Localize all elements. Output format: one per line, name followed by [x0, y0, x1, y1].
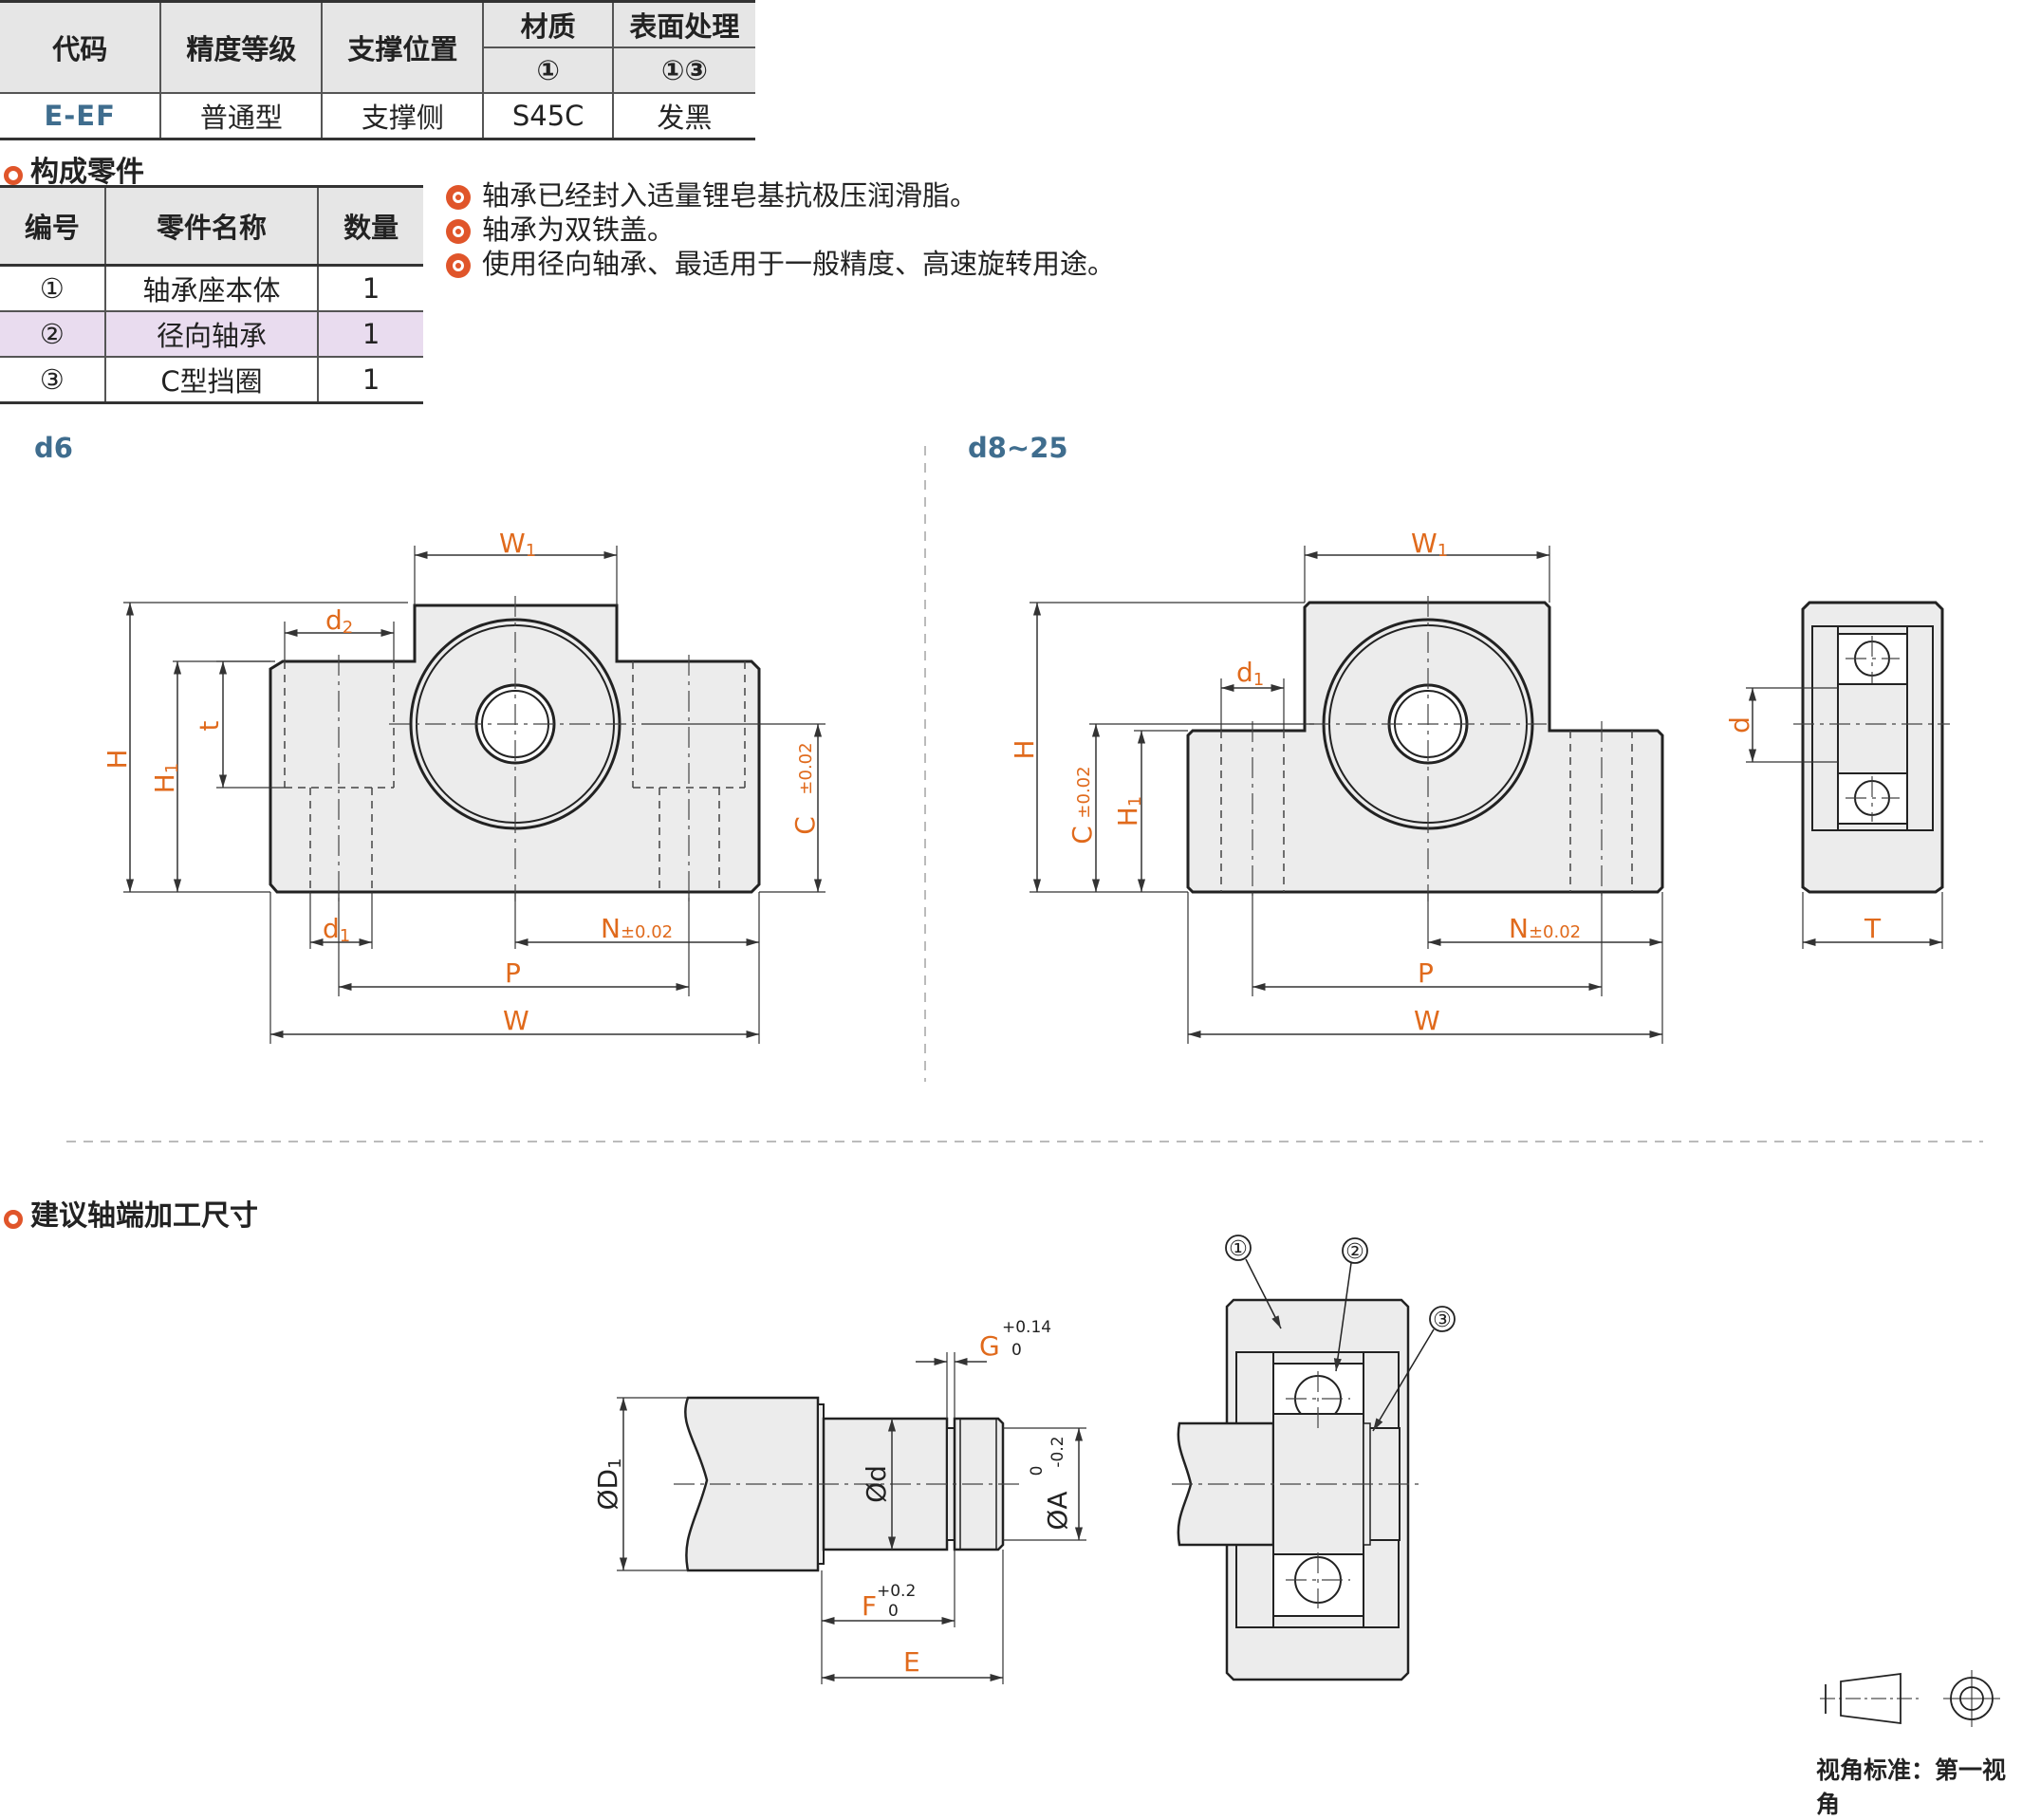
value-precision: 普通型: [159, 92, 324, 140]
table-row: ② 径向轴承 1: [0, 311, 423, 358]
d6-front-view: W1 d2 H H1 t C ±0.02 d1 N±0.02 P W: [102, 528, 825, 1044]
dim-t-label: T: [1864, 913, 1882, 944]
header-support: 支撑位置: [321, 0, 485, 93]
part-no: ③: [0, 357, 106, 404]
dim-h-label: H: [102, 749, 133, 769]
dim-w-label: W: [503, 1005, 529, 1036]
dim-w-label: W: [1414, 1005, 1440, 1036]
header-no: 编号: [0, 185, 106, 267]
d8-25-front-view: W1 d1 H C ±0.02 H1 N±0.02 P W: [1009, 528, 1664, 1044]
value-surface: 发黑: [611, 92, 755, 140]
dim-t-label: t: [194, 720, 225, 731]
header-material: 材质: [482, 0, 614, 47]
table-row: ① 轴承座本体 1: [0, 265, 423, 312]
target-bullet-icon: [446, 253, 471, 278]
dim-a-upper: 0: [1028, 1466, 1047, 1476]
part-no: ①: [0, 265, 106, 312]
ring-bullet-icon: [4, 166, 23, 185]
first-angle-projection-icon: [1820, 1670, 2000, 1727]
target-bullet-icon: [446, 185, 471, 210]
header-code: 代码: [0, 0, 162, 93]
part-name: C型挡圈: [103, 357, 320, 404]
callout-1: ①: [1229, 1237, 1248, 1261]
callout-2: ②: [1345, 1240, 1364, 1264]
target-bullet-icon: [446, 219, 471, 244]
table-row: ③ C型挡圈 1: [0, 357, 423, 404]
list-item: 轴承已经封入适量锂皂基抗极压润滑脂。: [446, 178, 1115, 213]
part-qty: 1: [317, 311, 423, 358]
value-code: E-EF: [0, 92, 162, 140]
dim-w1-label: W1: [499, 528, 536, 561]
dim-n-label: N±0.02: [1509, 913, 1581, 944]
technical-drawing: W1 d2 H H1 t C ±0.02 d1 N±0.02 P W: [66, 446, 2000, 1727]
header-surface-sub: ①③: [611, 46, 755, 93]
dim-p-label: P: [1418, 957, 1434, 989]
dim-h1-label: H1: [1112, 796, 1145, 827]
dim-dia-a-label: ØA: [1042, 1491, 1073, 1530]
value-material: S45C: [482, 92, 614, 140]
part-no: ②: [0, 311, 106, 358]
parts-table: 编号 零件名称 数量 ① 轴承座本体 1 ② 径向轴承 1 ③ C型挡圈 1: [0, 185, 423, 404]
value-support: 支撑侧: [321, 92, 485, 140]
part-name: 径向轴承: [103, 311, 320, 358]
dim-a-lower: -0.2: [1048, 1436, 1067, 1467]
part-qty: 1: [317, 357, 423, 404]
part-qty: 1: [317, 265, 423, 312]
dim-c-label: C: [1067, 826, 1098, 845]
view-label-d6: d6: [34, 432, 73, 464]
dim-e-label: E: [903, 1646, 920, 1678]
view-label-d8-25: d8~25: [968, 432, 1068, 464]
notes-list: 轴承已经封入适量锂皂基抗极压润滑脂。 轴承为双铁盖。 使用径向轴承、最适用于一般…: [446, 178, 1115, 281]
assembly-drawing: ① ② ③: [1172, 1235, 1456, 1681]
dim-n-label: N±0.02: [601, 913, 673, 944]
ring-bullet-icon: [4, 1210, 23, 1229]
shaft-drawing: ØD1 Ød ØA 0 -0.2 G +0.14 0 F +0.2 0 E: [592, 1318, 1086, 1684]
header-surface: 表面处理: [611, 0, 755, 47]
dim-g-label: G: [979, 1330, 1000, 1362]
dim-d1-label: d1: [1236, 657, 1264, 690]
dim-d2-label: d2: [325, 604, 353, 638]
dim-f-upper: +0.2: [877, 1582, 916, 1601]
header-qty: 数量: [317, 185, 423, 267]
dim-c-label: C: [789, 816, 821, 835]
dim-dia-d1-label: ØD1: [592, 1458, 625, 1510]
list-item: 轴承为双铁盖。: [446, 213, 1115, 247]
parts-section-title: 构成零件: [4, 148, 144, 190]
dim-g-lower: 0: [1011, 1341, 1022, 1360]
spec-table: 代码 精度等级 支撑位置 材质 表面处理 ① ①③ E-EF 普通型 支撑侧 S…: [0, 0, 755, 140]
dim-h1-label: H1: [149, 763, 182, 794]
callout-3: ③: [1433, 1309, 1452, 1332]
part-name: 轴承座本体: [103, 265, 320, 312]
dim-h-label: H: [1009, 739, 1040, 759]
dim-d1-label: d1: [323, 913, 350, 946]
dim-dia-d-label: Ød: [861, 1465, 892, 1503]
side-view: d T: [1724, 601, 1950, 949]
shaft-section-title: 建议轴端加工尺寸: [4, 1192, 258, 1234]
dim-c-tol: ±0.02: [1074, 766, 1094, 818]
dim-w1-label: W1: [1411, 528, 1448, 561]
dim-c-tol: ±0.02: [796, 742, 816, 794]
dim-g-upper: +0.14: [1002, 1318, 1051, 1337]
header-name: 零件名称: [103, 185, 320, 267]
dim-f-label: F: [862, 1590, 877, 1622]
header-material-sub: ①: [483, 46, 614, 93]
dim-f-lower: 0: [888, 1602, 899, 1621]
dim-p-label: P: [505, 957, 521, 989]
header-precision: 精度等级: [159, 0, 324, 93]
dim-d-label: d: [1724, 716, 1755, 734]
list-item: 使用径向轴承、最适用于一般精度、高速旋转用途。: [446, 247, 1115, 281]
